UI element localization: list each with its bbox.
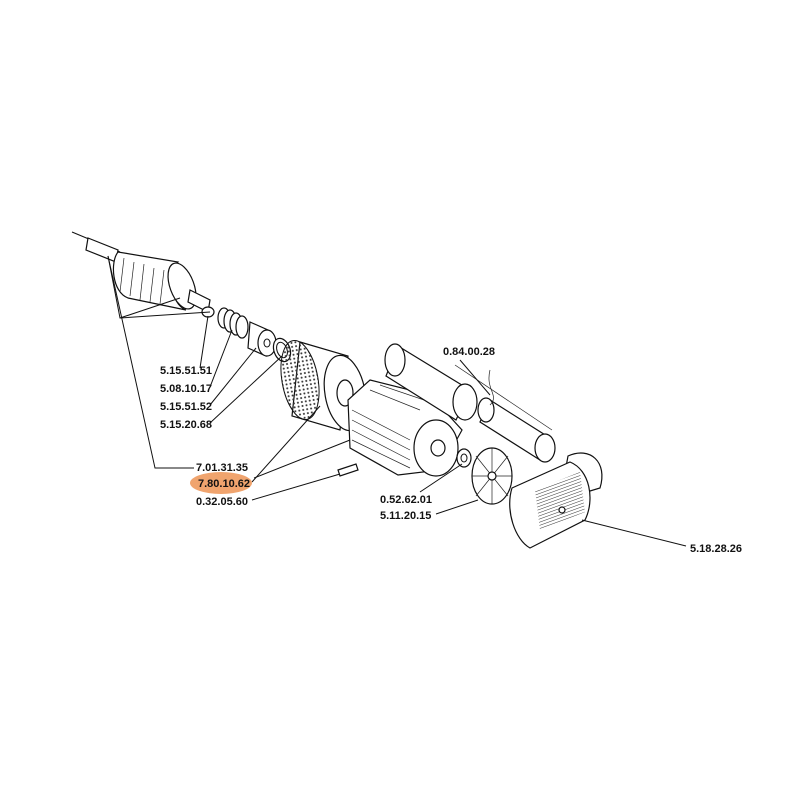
leader-lines [107,255,687,547]
part-label-5-15-51-51[interactable]: 5.15.51.51 [160,365,212,377]
part-label-5-15-51-52[interactable]: 5.15.51.52 [160,401,212,413]
part-label-0-52-62-01[interactable]: 0.52.62.01 [380,494,432,506]
part-label-7-01-31-35[interactable]: 7.01.31.35 [196,462,248,474]
spring-part[interactable] [217,307,249,339]
rotor-part[interactable] [71,231,211,313]
part-label-5-18-28-26[interactable]: 5.18.28.26 [690,543,742,555]
fan-cover-part[interactable] [509,452,603,549]
stator-part[interactable] [275,337,371,433]
part-label-5-15-20-68[interactable]: 5.15.20.68 [160,419,212,431]
highlighted-part-marker [190,472,252,494]
part-label-5-08-10-17[interactable]: 5.08.10.17 [160,383,212,395]
part-label-7-80-10-62[interactable]: 7.80.10.62 [198,478,250,490]
fan-part[interactable] [471,447,513,505]
part-label-0-84-00-28[interactable]: 0.84.00.28 [443,346,495,358]
capacitor-part[interactable] [454,364,556,463]
capacitor-cover-part[interactable] [384,343,478,421]
seal-part[interactable] [456,448,472,468]
part-label-0-32-05-60[interactable]: 0.32.05.60 [196,496,248,508]
part-label-5-11-20-15[interactable]: 5.11.20.15 [380,510,431,522]
pin-part[interactable] [337,463,359,477]
bearing-part[interactable] [247,321,277,357]
